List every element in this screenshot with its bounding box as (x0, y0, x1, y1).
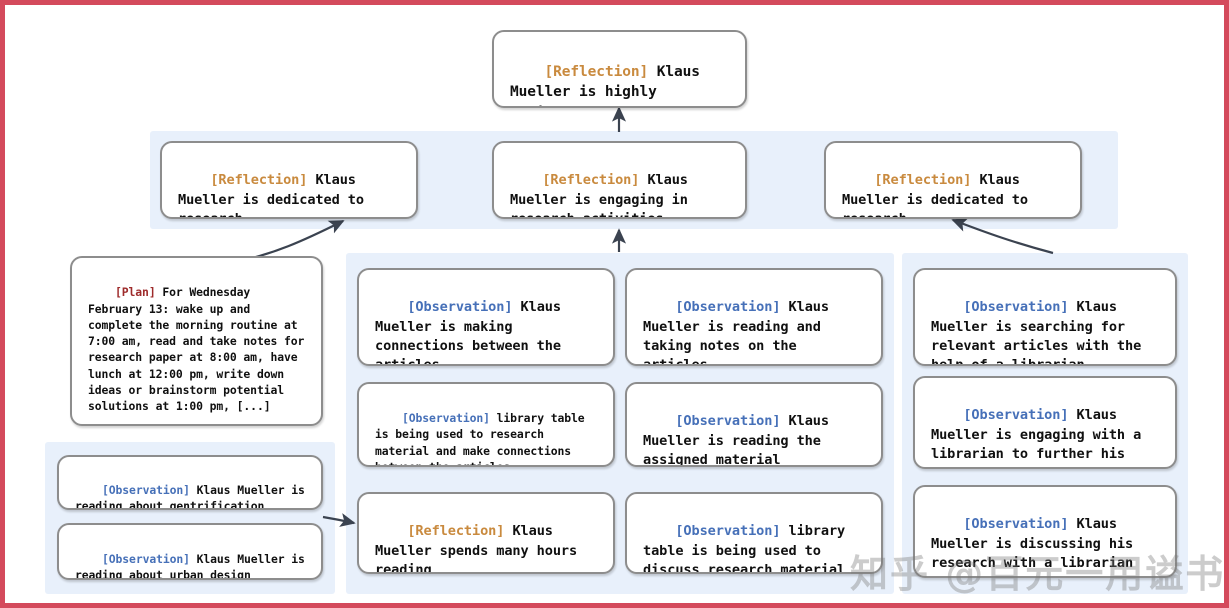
tag-observation: [Observation] (402, 411, 490, 426)
observation-c1-text: Klaus Mueller is searching for relevant … (931, 299, 1150, 366)
root-reflection-text: Klaus Mueller is highly dedicated to res… (510, 63, 700, 106)
reflection-node-right[interactable]: [Reflection] Klaus Mueller is dedicated … (824, 141, 1082, 219)
reflection-node-middle[interactable]: [Reflection] Klaus Mueller is engaging i… (492, 141, 747, 219)
plan-node[interactable]: [Plan] For Wednesday February 13: wake u… (70, 256, 323, 426)
observation-node-c3[interactable]: [Observation] Klaus Mueller is discussin… (913, 485, 1177, 578)
observation-node-a2[interactable]: [Observation] library table is being use… (357, 382, 615, 467)
tag-reflection: [Reflection] (210, 172, 308, 189)
observation-node-a1[interactable]: [Observation] Klaus Mueller is making co… (357, 268, 615, 366)
observation-node-b3[interactable]: [Observation] library table is being use… (625, 492, 883, 574)
plan-text: For Wednesday February 13: wake up and c… (88, 285, 312, 414)
reflection-right-text: Klaus Mueller is dedicated to research (842, 172, 1037, 219)
reflection-node-left[interactable]: [Reflection] Klaus Mueller is dedicated … (160, 141, 418, 219)
reflection-node-a3[interactable]: [Reflection] Klaus Mueller spends many h… (357, 492, 615, 574)
tag-observation: [Observation] (963, 299, 1069, 316)
tag-observation: [Observation] (675, 523, 781, 540)
tag-reflection: [Reflection] (542, 172, 640, 189)
observation-a1-text: Klaus Mueller is making connections betw… (375, 299, 570, 366)
observation-node-c2[interactable]: [Observation] Klaus Mueller is engaging … (913, 376, 1177, 469)
reflection-a3-text: Klaus Mueller spends many hours reading (375, 523, 586, 574)
tag-reflection: [Reflection] (874, 172, 972, 189)
observation-c3-text: Klaus Mueller is discussing his research… (931, 516, 1142, 571)
tag-observation: [Observation] (963, 407, 1069, 424)
tag-observation: [Observation] (963, 516, 1069, 533)
observation-urban-design-text: Klaus Mueller is reading about urban des… (75, 552, 312, 580)
observation-c2-text: Klaus Mueller is engaging with a librari… (931, 407, 1142, 467)
reflection-middle-text: Klaus Mueller is engaging in research ac… (510, 172, 696, 219)
observation-gentrification-text: Klaus Mueller is reading about gentrific… (75, 483, 312, 510)
observation-a2-text: library table is being used to research … (375, 411, 592, 467)
tag-observation: [Observation] (407, 299, 513, 316)
tag-observation: [Observation] (102, 552, 190, 567)
tag-reflection: [Reflection] (407, 523, 505, 540)
observation-b3-text: library table is being used to discuss r… (643, 523, 854, 574)
root-reflection-node[interactable]: [Reflection] Klaus Mueller is highly ded… (492, 30, 747, 108)
tag-plan: [Plan] (115, 285, 156, 300)
tag-reflection: [Reflection] (544, 63, 649, 80)
observation-b1-text: Klaus Mueller is reading and taking note… (643, 299, 838, 366)
observation-node-gentrification[interactable]: [Observation] Klaus Mueller is reading a… (57, 455, 323, 510)
tag-observation: [Observation] (675, 299, 781, 316)
reflection-left-text: Klaus Mueller is dedicated to research (178, 172, 373, 219)
tag-observation: [Observation] (102, 483, 190, 498)
observation-node-b2[interactable]: [Observation] Klaus Mueller is reading t… (625, 382, 883, 467)
observation-node-b1[interactable]: [Observation] Klaus Mueller is reading a… (625, 268, 883, 366)
tag-observation: [Observation] (675, 413, 781, 430)
observation-node-urban-design[interactable]: [Observation] Klaus Mueller is reading a… (57, 523, 323, 580)
observation-node-c1[interactable]: [Observation] Klaus Mueller is searching… (913, 268, 1177, 366)
observation-b2-text: Klaus Mueller is reading the assigned ma… (643, 413, 838, 467)
